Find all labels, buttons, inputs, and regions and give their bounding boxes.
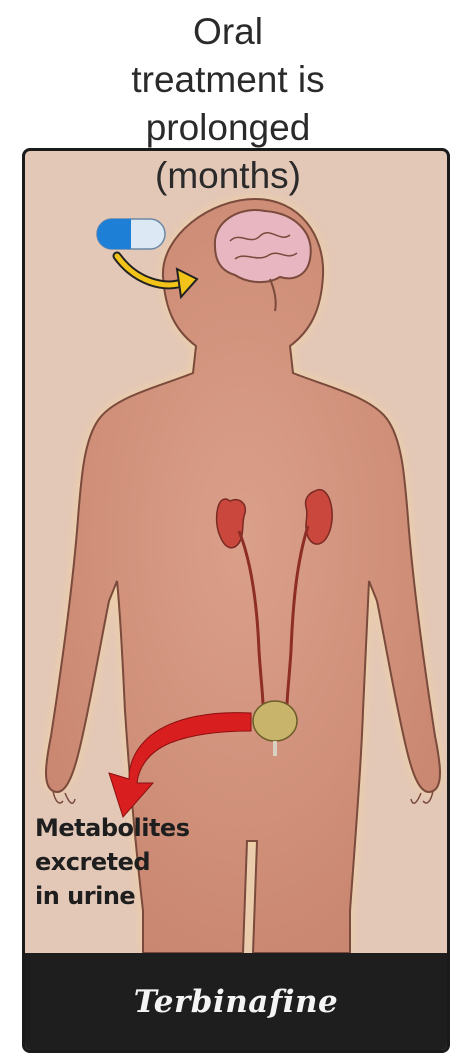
drug-name: Terbinafine: [134, 984, 339, 1020]
right-kidney: [306, 490, 333, 544]
excretion-caption: Metabolites excreted in urine: [35, 811, 189, 913]
caption-line-1: Metabolites: [35, 811, 189, 845]
caption-line-3: in urine: [35, 879, 189, 913]
title-line-2: treatment is: [0, 56, 456, 104]
title-line-3: prolonged: [0, 104, 456, 152]
drug-name-footer: Terbinafine: [25, 953, 447, 1050]
diagram-title: Oral treatment is prolonged (months): [0, 8, 456, 200]
illustration-panel: Metabolites excreted in urine Terbinafin…: [22, 148, 450, 1053]
capsule-icon: [97, 219, 165, 249]
title-line-4: (months): [0, 152, 456, 200]
title-line-1: Oral: [0, 8, 456, 56]
caption-line-2: excreted: [35, 845, 189, 879]
